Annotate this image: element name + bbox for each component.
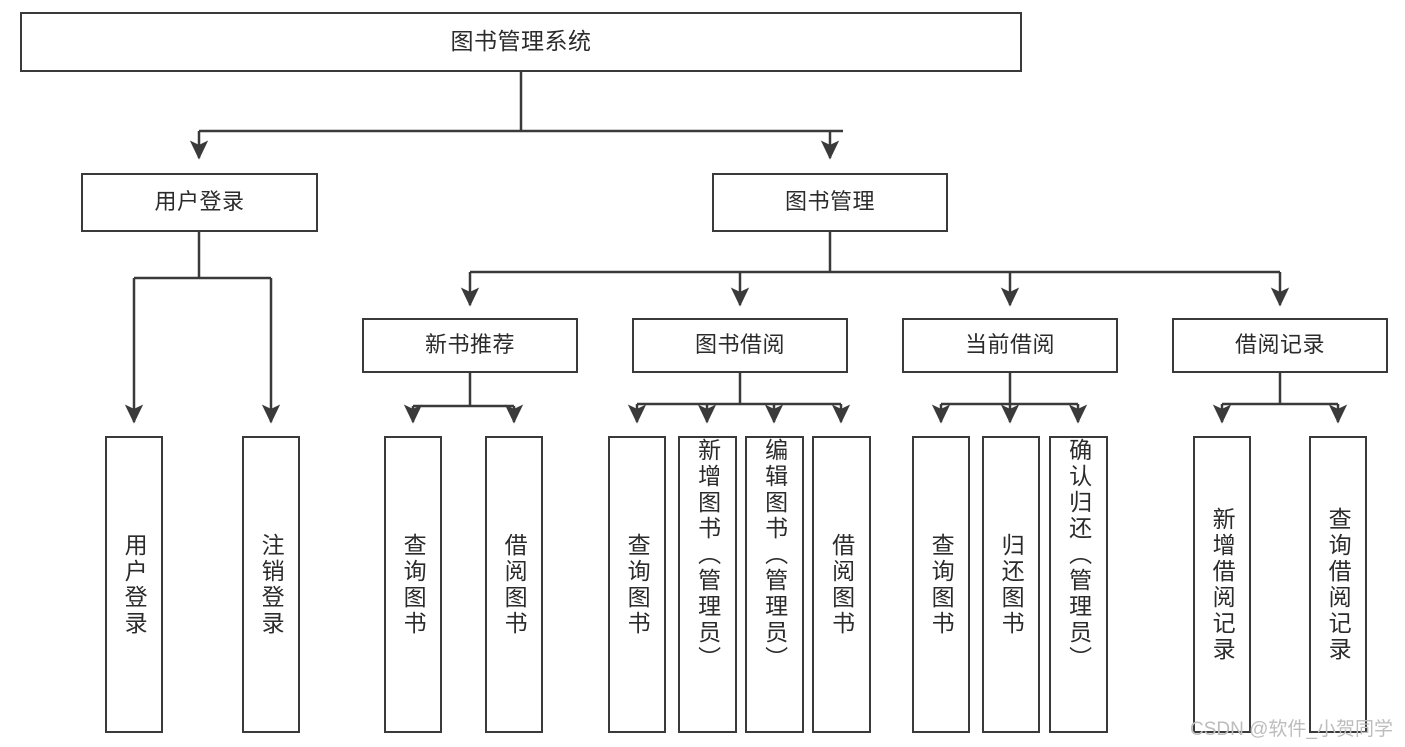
node-label: 用户登录 (154, 189, 245, 215)
node-root-system[interactable]: 图书管理系统 (20, 12, 1022, 72)
node-label: 查询图书 (928, 532, 955, 637)
leaf-query-borrow-record[interactable]: 查询借阅记录 (1309, 436, 1367, 733)
node-label: 确认归还（管理员） (1065, 438, 1092, 672)
node-book-management[interactable]: 图书管理 (712, 173, 948, 232)
node-label: 当前借阅 (964, 332, 1055, 358)
node-label: 编辑图书（管理员） (761, 438, 788, 672)
node-user-login[interactable]: 用户登录 (81, 173, 318, 232)
leaf-user-login[interactable]: 用户登录 (105, 436, 163, 733)
node-label: 新增图书（管理员） (694, 438, 721, 672)
node-label: 图书借阅 (694, 332, 785, 358)
leaf-user-logout[interactable]: 注销登录 (242, 436, 300, 733)
leaf-query-book-recommend[interactable]: 查询图书 (384, 436, 442, 733)
node-label: 新增借阅记录 (1209, 506, 1236, 663)
leaf-confirm-return[interactable]: 确认归还（管理员） (1049, 436, 1108, 733)
node-label: 图书管理系统 (450, 28, 592, 55)
leaf-add-borrow-record[interactable]: 新增借阅记录 (1193, 436, 1251, 733)
node-current-borrow[interactable]: 当前借阅 (902, 318, 1118, 373)
watermark: CSDN @软件_小贺同学 (1190, 719, 1393, 740)
node-book-borrow[interactable]: 图书借阅 (632, 318, 848, 373)
node-label: 借阅图书 (501, 532, 528, 637)
node-label: 图书管理 (784, 189, 875, 215)
node-new-book-recommend[interactable]: 新书推荐 (362, 318, 578, 373)
node-label: 用户登录 (121, 532, 148, 637)
node-label: 注销登录 (258, 532, 285, 637)
node-label: 查询图书 (400, 532, 427, 637)
leaf-borrow-book-borrow[interactable]: 借阅图书 (812, 436, 871, 733)
node-label: 借阅记录 (1234, 332, 1325, 358)
node-label: 归还图书 (998, 532, 1025, 637)
leaf-query-book-current[interactable]: 查询图书 (912, 436, 970, 733)
leaf-return-book[interactable]: 归还图书 (982, 436, 1040, 733)
node-borrow-record[interactable]: 借阅记录 (1172, 318, 1388, 373)
node-label: 查询图书 (624, 532, 651, 637)
node-label: 查询借阅记录 (1325, 506, 1352, 663)
leaf-add-book[interactable]: 新增图书（管理员） (678, 436, 737, 733)
node-label: 借阅图书 (828, 532, 855, 637)
leaf-edit-book[interactable]: 编辑图书（管理员） (745, 436, 804, 733)
node-label: 新书推荐 (424, 332, 515, 358)
leaf-query-book-borrow[interactable]: 查询图书 (608, 436, 666, 733)
leaf-borrow-book-recommend[interactable]: 借阅图书 (485, 436, 543, 733)
